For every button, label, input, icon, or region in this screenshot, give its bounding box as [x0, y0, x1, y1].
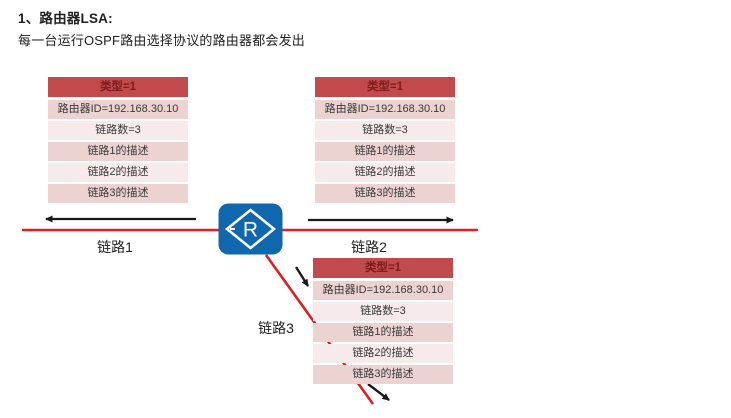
lsa-arrow-link3-bottom-icon — [367, 383, 390, 401]
lsa-row-router-id: 路由器ID=192.168.30.10 — [313, 281, 453, 300]
lsa-row-link-count: 链路数=3 — [315, 121, 455, 140]
lsa-row-router-id: 路由器ID=192.168.30.10 — [48, 100, 188, 119]
lsa-row-link1-desc: 链路1的描述 — [313, 323, 453, 342]
lsa-table-right: 类型=1 路由器ID=192.168.30.10 链路数=3 链路1的描述 链路… — [315, 77, 455, 205]
lsa-row-link3-desc: 链路3的描述 — [313, 365, 453, 384]
lsa-row-link3-desc: 链路3的描述 — [48, 184, 188, 203]
router-letter: R — [243, 219, 258, 242]
lsa-row-link-count: 链路数=3 — [48, 121, 188, 140]
lsa-table-left: 类型=1 路由器ID=192.168.30.10 链路数=3 链路1的描述 链路… — [48, 77, 188, 205]
lsa-row-router-id: 路由器ID=192.168.30.10 — [315, 100, 455, 119]
lsa-row-link1-desc: 链路1的描述 — [315, 142, 455, 161]
link3-label: 链路3 — [258, 320, 294, 336]
lsa-row-link2-desc: 链路2的描述 — [313, 344, 453, 363]
lsa-row-link1-desc: 链路1的描述 — [48, 142, 188, 161]
router-icon: R — [218, 203, 283, 255]
link1-label: 链路1 — [97, 239, 133, 255]
lsa-type-header: 类型=1 — [313, 258, 453, 278]
lsa-row-link3-desc: 链路3的描述 — [315, 184, 455, 203]
lsa-arrow-link3-top-icon — [294, 266, 310, 287]
lsa-table-bottom: 类型=1 路由器ID=192.168.30.10 链路数=3 链路1的描述 链路… — [313, 258, 453, 386]
lsa-row-link2-desc: 链路2的描述 — [48, 163, 188, 182]
link2-label: 链路2 — [351, 239, 387, 255]
page-title: 1、路由器LSA: — [18, 11, 113, 26]
lsa-type-header: 类型=1 — [48, 77, 188, 97]
lsa-type-header: 类型=1 — [315, 77, 455, 97]
lsa-row-link2-desc: 链路2的描述 — [315, 163, 455, 182]
page-subtitle: 每一台运行OSPF路由选择协议的路由器都会发出 — [18, 33, 305, 48]
lsa-row-link-count: 链路数=3 — [313, 302, 453, 321]
